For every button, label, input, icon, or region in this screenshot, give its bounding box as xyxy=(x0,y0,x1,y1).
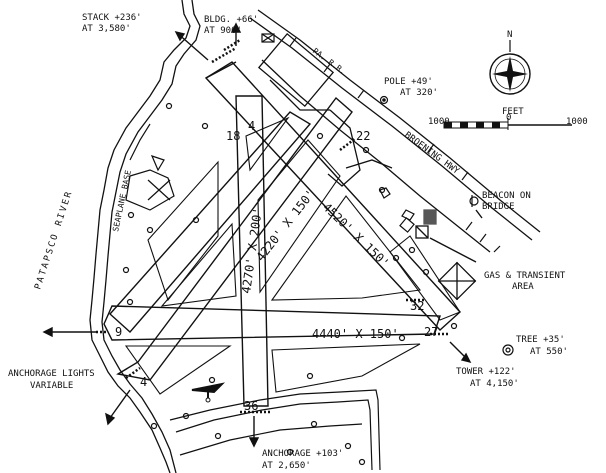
runway-18-label: 18 xyxy=(226,129,240,143)
stack-label: STACK +236' xyxy=(82,13,142,23)
runway-32-label: 32 xyxy=(410,299,424,313)
south-boundary xyxy=(169,389,381,471)
runway-4520-label: 4520' X 150' xyxy=(320,200,392,270)
pole-distance: AT 320' xyxy=(400,88,438,98)
threshold-dots xyxy=(96,38,448,414)
runway-22-label: 22 xyxy=(356,129,370,143)
runway-27-label: 27 xyxy=(424,325,438,339)
scale-zero-label: 0 xyxy=(506,113,511,123)
tower-label: TOWER +122' xyxy=(456,367,516,377)
gas-area-label-line2: AREA xyxy=(512,282,534,292)
markers xyxy=(122,102,458,466)
anchorage-south-label: ANCHORAGE +103' xyxy=(262,449,343,459)
labels: PATAPSCO RIVER SEAPLANE BASE PA. R.R. BR… xyxy=(8,13,568,471)
stack-distance: AT 3,580' xyxy=(82,24,131,34)
beacon-label-line2: BRIDGE xyxy=(482,202,515,212)
shoreline xyxy=(89,0,201,473)
scale-right-label: 1000 xyxy=(566,117,588,127)
bldg-distance: AT 900' xyxy=(204,26,242,36)
anchorage-lights-label: ANCHORAGE LIGHTS xyxy=(8,369,95,379)
railroad xyxy=(249,9,541,253)
infield xyxy=(124,116,461,395)
structures xyxy=(257,32,393,187)
tree-label: TREE +35' xyxy=(516,335,565,345)
railroad-ticks xyxy=(289,37,501,253)
gas-area-label: GAS & TRANSIENT xyxy=(484,271,566,281)
runway-36-label: 36 xyxy=(244,399,258,413)
scale-left-label: 1000 xyxy=(428,117,450,127)
scale-title: FEET xyxy=(502,107,524,117)
tree-distance: AT 550' xyxy=(530,347,568,357)
railroad-label: PA. R.R. xyxy=(311,46,347,76)
pole-symbol xyxy=(379,95,389,105)
gas-transient-area xyxy=(415,209,477,301)
anchorage-lights-variable: VARIABLE xyxy=(30,381,73,391)
highway-label: BROENING HWY xyxy=(402,130,461,177)
obstacle-symbols xyxy=(261,33,514,356)
runway-4220-label: 4220' X 150' xyxy=(253,187,317,264)
seaplane-base-ramp xyxy=(125,123,175,211)
wind-tee-icon xyxy=(191,382,226,403)
runway-9-label: 9 xyxy=(115,325,122,339)
runway-4440-label: 4440' X 150' xyxy=(312,327,399,341)
runway-4-label: 4 xyxy=(248,119,255,133)
tree-symbol xyxy=(502,344,514,356)
tower-distance: AT 4,150' xyxy=(470,379,519,389)
compass-north-label: N xyxy=(507,30,512,40)
compass-rose: N xyxy=(489,30,531,95)
scale-bar: FEET 1000 0 1000 xyxy=(428,107,588,130)
beacon-symbol xyxy=(469,195,479,207)
bldg-symbol xyxy=(261,33,275,43)
anchorage-south-distance: AT 2,650' xyxy=(262,461,311,471)
beacon-label: BEACON ON xyxy=(482,191,531,201)
arrows xyxy=(42,22,483,448)
bldg-label: BLDG. +66' xyxy=(204,15,258,25)
pole-label: POLE +49' xyxy=(384,77,433,87)
runway-14-label: 4 xyxy=(140,375,147,389)
river-label: PATAPSCO RIVER xyxy=(33,189,75,291)
